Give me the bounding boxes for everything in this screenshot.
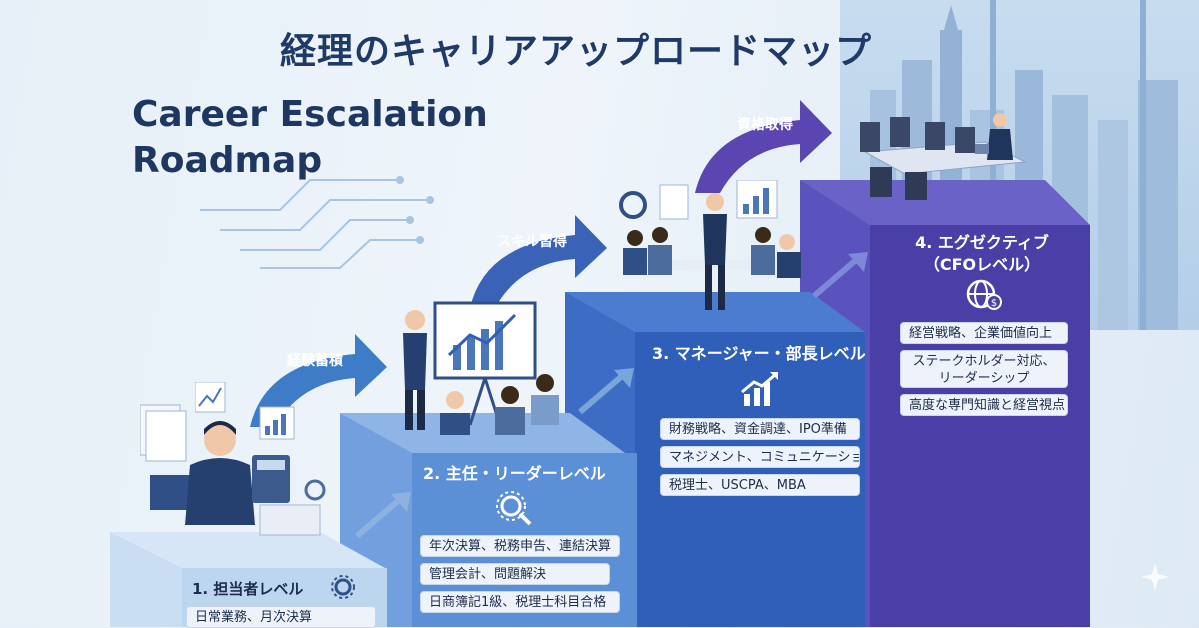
level-1-title: 1. 担当者レベル <box>192 580 304 598</box>
boardroom-illustration <box>860 113 1027 200</box>
gear-icon <box>331 575 355 599</box>
meeting-illustration <box>619 180 801 310</box>
title-en-line2: Roadmap <box>132 140 323 181</box>
level-3-item-1: 財務戦略、資金調達、IPO準備 <box>660 418 860 440</box>
level-2-item-2: 管理会計、問題解決 <box>420 563 610 585</box>
level-4-title-line1: 4. エグゼクティブ <box>915 233 1049 252</box>
arrow-skill <box>470 215 607 308</box>
title-en-line1: Career Escalation <box>132 94 488 135</box>
arrow-experience <box>250 334 387 427</box>
level-4-item-1: 経営戦略、企業価値向上 <box>900 322 1068 344</box>
circuit-lines-decoration <box>200 176 434 269</box>
globe-dollar-icon: $ <box>966 279 1002 310</box>
up-arrow-2 <box>578 368 634 415</box>
growth-chart-icon <box>741 372 778 406</box>
level-4-item-2: ステークホルダー対応、 リーダーシップ <box>900 350 1068 388</box>
level-3-title: 3. マネージャー・部長レベル <box>652 344 866 363</box>
page-title-en: Career Escalation Roadmap <box>132 92 488 184</box>
accountant-illustration <box>140 404 326 536</box>
presenter-illustration <box>403 301 559 435</box>
level-1-item-1: 日常業務、月次決算 <box>186 606 376 628</box>
chart-icon-small <box>195 382 295 440</box>
level-4-title-line2: （CFOレベル） <box>923 255 1041 274</box>
svg-text:$: $ <box>991 298 997 309</box>
sparkle-icon <box>1141 563 1169 591</box>
level-4-item-3: 高度な専門知識と経営視点 <box>900 394 1068 416</box>
level-4-title: 4. エグゼクティブ （CFOレベル） <box>912 232 1052 276</box>
level-2-item-3: 日商簿記1級、税理士科目合格 <box>420 591 620 613</box>
search-gear-icon <box>496 491 532 526</box>
level-2-item-1: 年次決算、税務申告、連結決算 <box>420 535 620 557</box>
level-3-item-3: 税理士、USCPA、MBA <box>660 474 860 496</box>
page-title-jp: 経理のキャリアアップロードマップ <box>280 31 873 72</box>
arrow-label-certification: 資格取得 <box>737 117 793 133</box>
level-2-title: 2. 主任・リーダーレベル <box>423 464 606 483</box>
arrow-label-experience: 経験蓄積 <box>287 353 343 369</box>
arrow-label-skill: スキル習得 <box>497 234 567 250</box>
level-3-item-2: マネジメント、コミュニケーション <box>660 446 860 468</box>
up-arrow-1 <box>355 492 411 539</box>
up-arrow-3 <box>812 252 868 299</box>
arrow-certification <box>695 100 832 193</box>
